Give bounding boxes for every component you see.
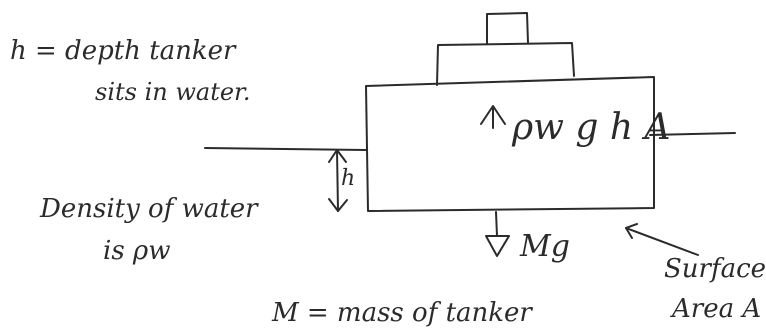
tanker-hull: [365, 76, 655, 212]
depth-arrow-top-head: [328, 149, 347, 163]
surface-area-line1: Surface: [664, 254, 766, 284]
tanker-bridge: [486, 12, 529, 45]
density-line2: is ρw: [103, 236, 171, 266]
depth-definition-line2: sits in water.: [95, 78, 251, 106]
water-line-left: [204, 147, 367, 151]
density-line1: Density of water: [40, 194, 258, 224]
buoyancy-force-label: ρw g h A: [512, 107, 671, 148]
depth-h-label: h: [341, 166, 356, 191]
tanker-superstructure: [436, 42, 575, 86]
depth-arrow-shaft: [336, 149, 339, 212]
mass-definition: M = mass of tanker: [272, 298, 532, 328]
surface-area-line2: Area A: [672, 294, 762, 324]
weight-arrow-head: [485, 235, 510, 257]
depth-arrow-bottom-head: [328, 198, 348, 212]
depth-definition-line1: h = depth tanker: [10, 36, 236, 66]
surface-pointer-head: [625, 223, 638, 239]
buoyancy-arrow-head: [480, 105, 506, 125]
surface-pointer-line: [625, 227, 699, 256]
weight-arrow-shaft: [495, 211, 498, 237]
water-line-right: [649, 132, 736, 136]
weight-label: Mg: [520, 229, 570, 264]
